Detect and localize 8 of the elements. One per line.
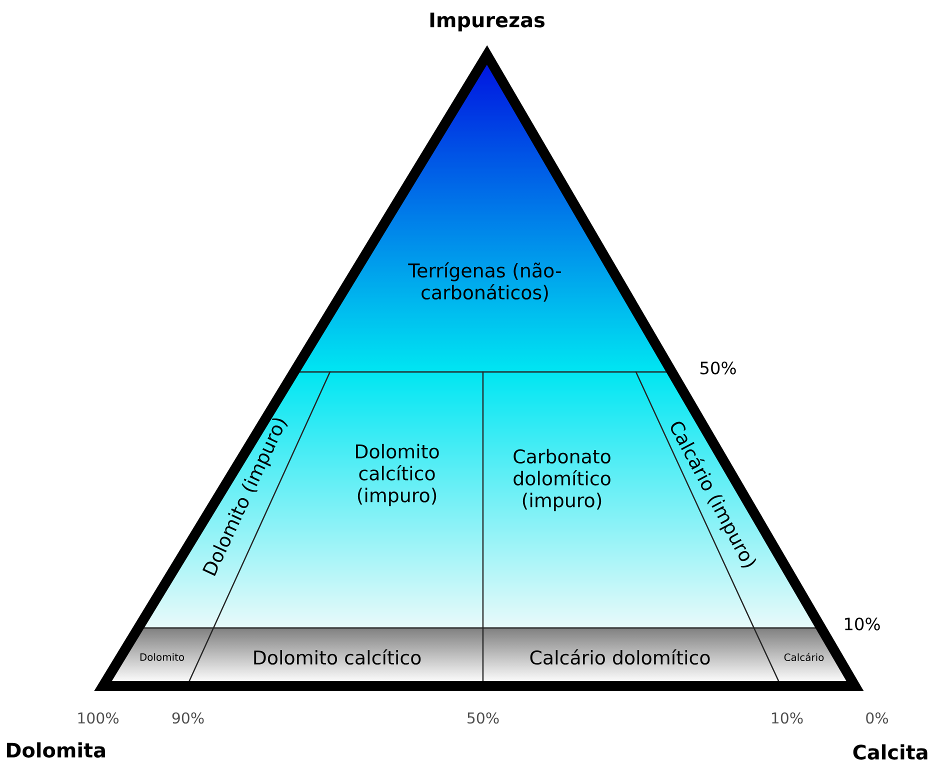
axis-tick-label: 0% bbox=[866, 712, 888, 724]
axis-tick-label: 10% bbox=[772, 712, 803, 724]
axis-tick-label: 50% bbox=[468, 712, 499, 724]
axis-tick-label: 90% bbox=[172, 712, 204, 724]
corner-label: Dolomita bbox=[7, 742, 105, 758]
axis-tick-label: 100% bbox=[78, 712, 119, 724]
corner-label: Calcita bbox=[853, 744, 928, 760]
corner-label: Impurezas bbox=[430, 12, 544, 32]
